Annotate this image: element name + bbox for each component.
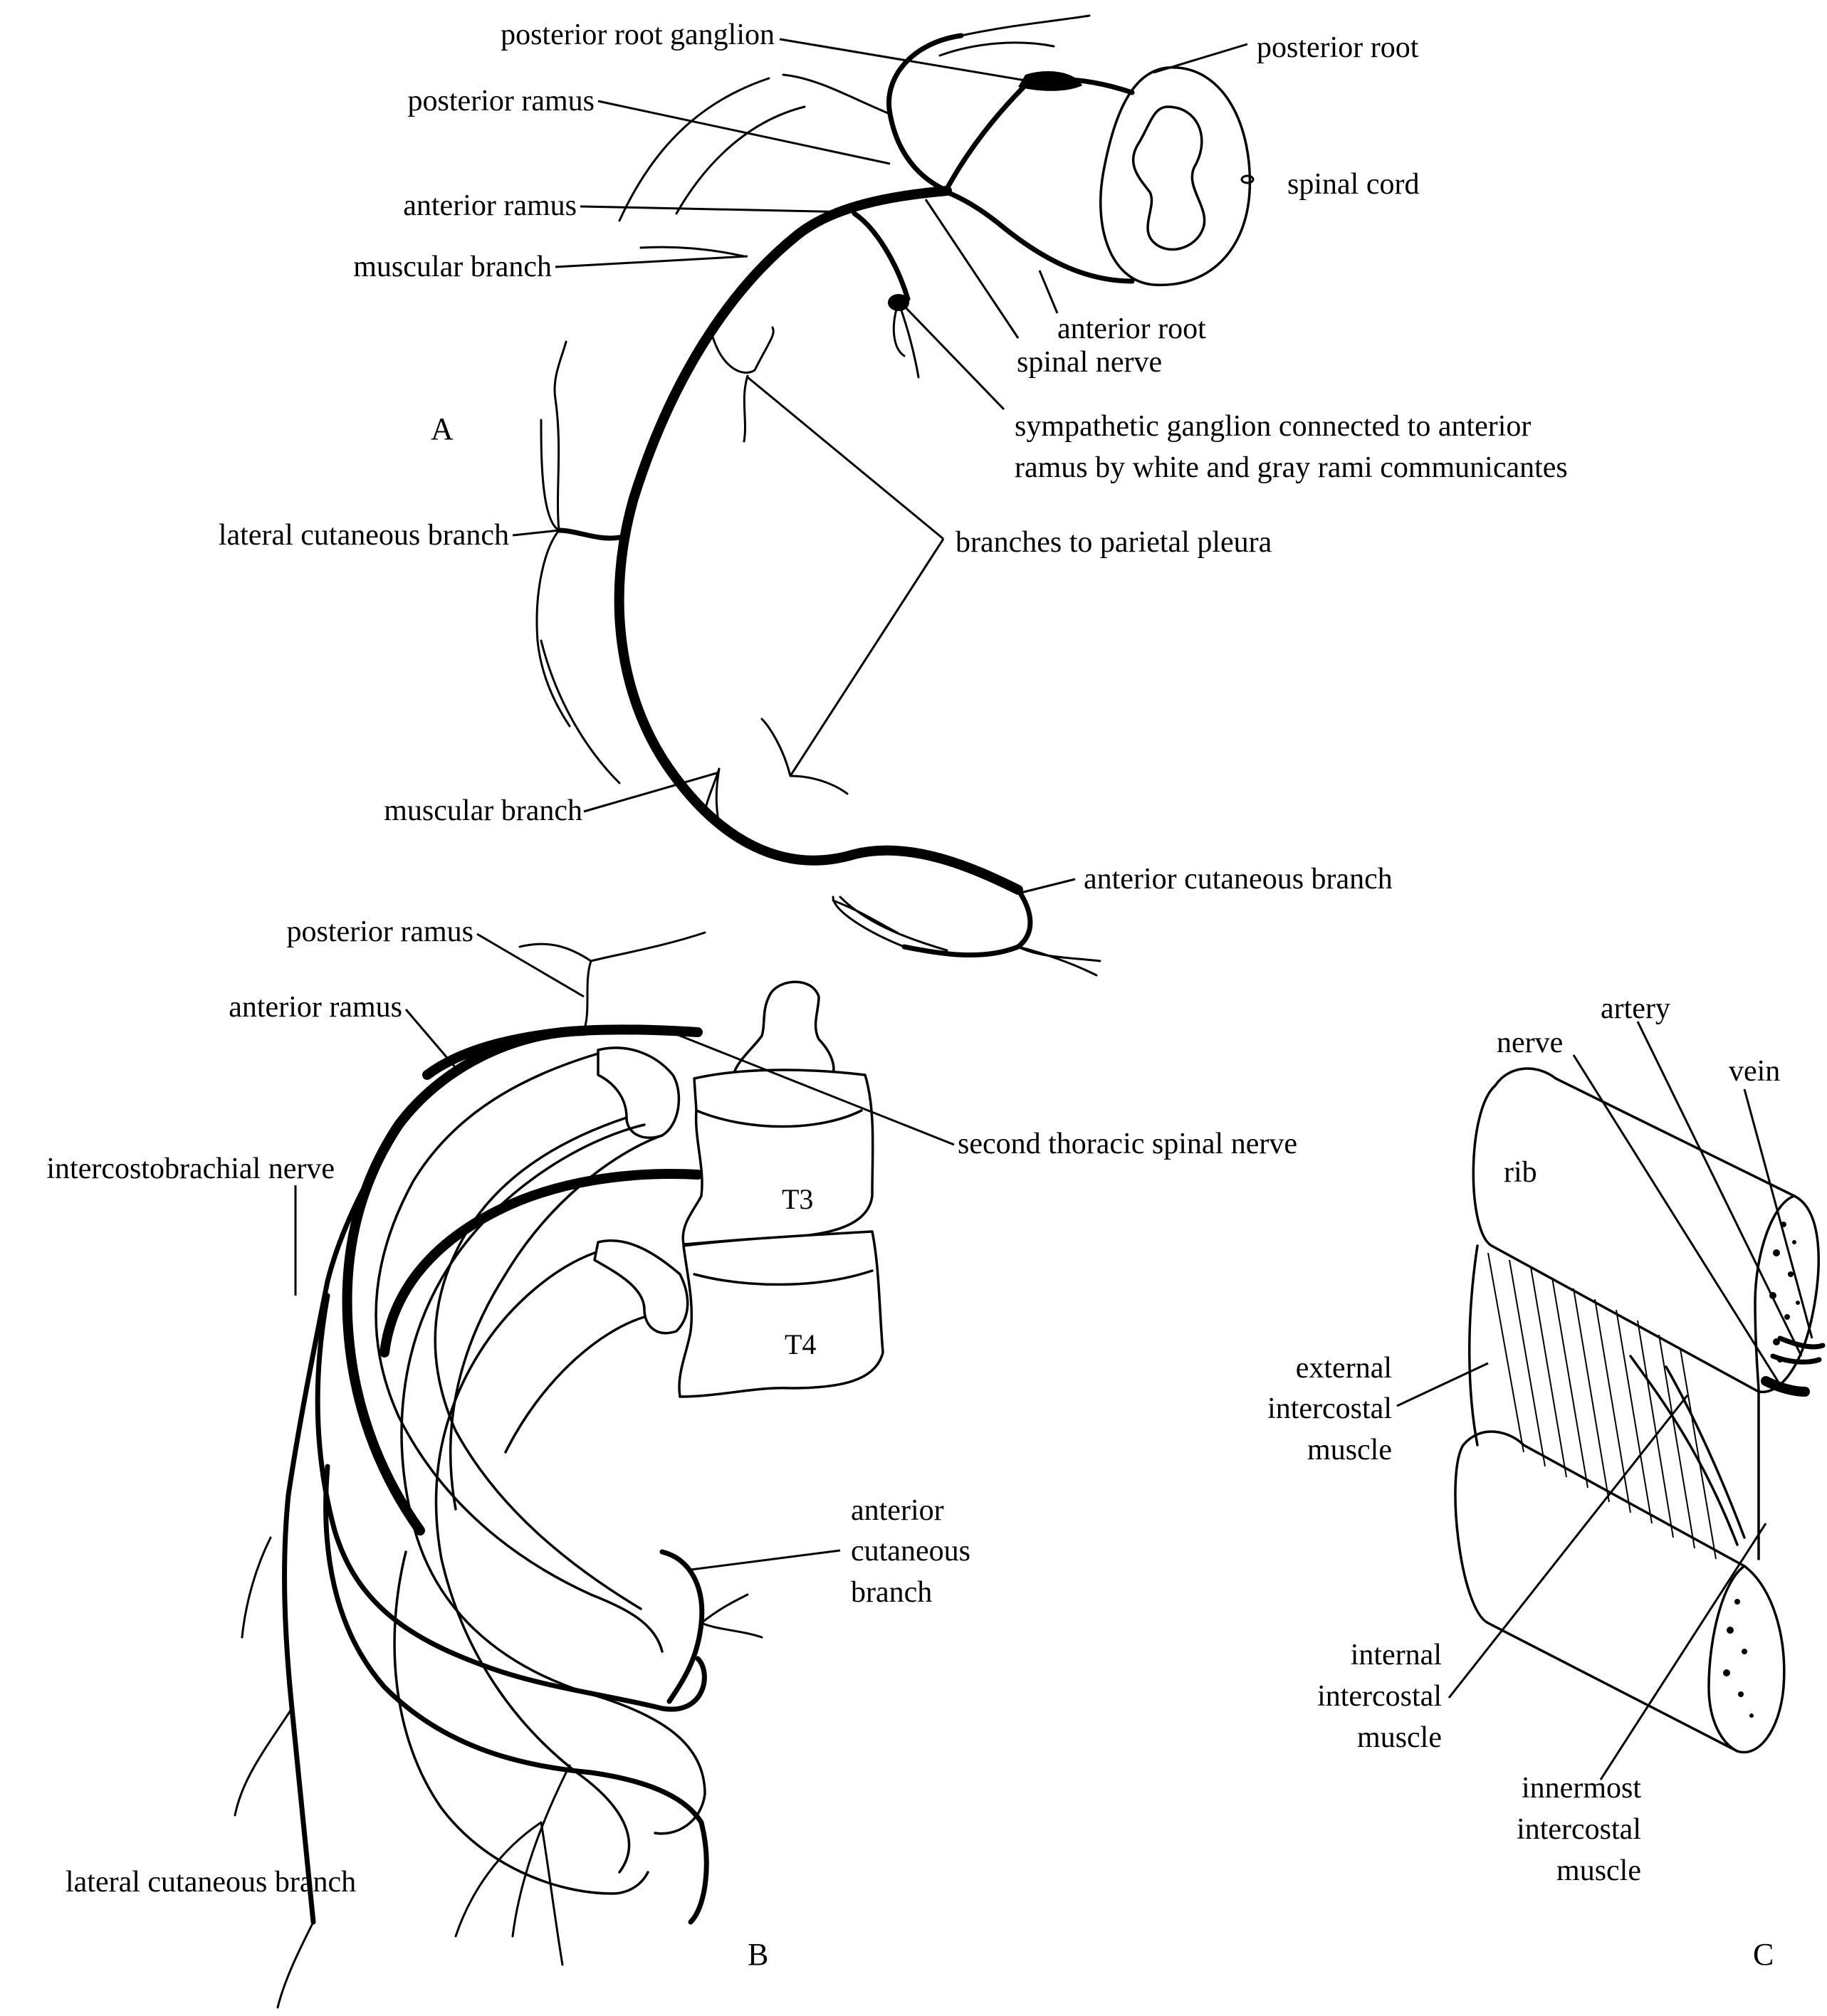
label-vertebra-t3: T3 [782, 1183, 813, 1215]
intercostobrachial-nerve-b [285, 1125, 399, 1922]
label-artery: artery [1601, 992, 1670, 1025]
anterior-cutaneous-twigs-b [701, 1595, 762, 1637]
label-external-line1: external [1296, 1352, 1392, 1385]
pleura-branch-upper [712, 327, 773, 441]
label-external-line3: muscle [1307, 1434, 1392, 1466]
label-anterior-root: anterior root [1057, 313, 1206, 345]
label-internal-line1: internal [1351, 1639, 1442, 1671]
label-vertebra-t4: T4 [785, 1328, 816, 1360]
label-nerve: nerve [1497, 1027, 1563, 1059]
label-anterior-ramus-a: anterior ramus [403, 189, 577, 222]
label-sympathetic-ganglion-line1: sympathetic ganglion connected to anteri… [1015, 410, 1531, 443]
panel-label-c: C [1753, 1937, 1774, 1972]
spinal-nerve-trunk [947, 85, 1025, 189]
posterior-ramus-nerve-b [520, 933, 705, 1031]
label-innermost-line1: innermost [1522, 1772, 1641, 1805]
label-sympathetic-ganglion-line2: ramus by white and gray rami communicant… [1015, 451, 1568, 484]
rib-4 [436, 1253, 645, 1872]
sympathetic-twigs [894, 303, 918, 377]
label-anterior-cutaneous-branch-b-line1: anterior [851, 1494, 944, 1527]
anterior-cutaneous-terminal [904, 890, 1030, 955]
panel-b: posterior ramus anterior ramus second th… [46, 915, 1297, 2007]
label-lateral-cutaneous-branch-a: lateral cutaneous branch [219, 519, 509, 552]
label-anterior-cutaneous-branch-b-line2: cutaneous [851, 1535, 970, 1568]
panel-a-drawing [537, 16, 1253, 975]
rami-communicantes [854, 214, 908, 299]
label-intercostobrachial-nerve: intercostobrachial nerve [46, 1153, 335, 1185]
intercostal-nerve-lowest [326, 1466, 707, 1922]
label-anterior-cutaneous-branch-a: anterior cutaneous branch [1084, 863, 1393, 896]
label-lateral-cutaneous-branch-b: lateral cutaneous branch [66, 1866, 356, 1899]
rib-2 [376, 1054, 662, 1652]
panel-label-b: B [748, 1937, 768, 1972]
label-anterior-cutaneous-branch-b-line3: branch [851, 1576, 932, 1609]
label-vein: vein [1729, 1055, 1780, 1088]
vertebra-spinous-top [733, 982, 834, 1082]
spinal-cord-shape [1101, 68, 1250, 285]
label-innermost-line3: muscle [1556, 1854, 1641, 1887]
anterior-cutaneous-nerve-b [662, 1552, 702, 1701]
label-external-line2: intercostal [1267, 1392, 1392, 1425]
panel-c: artery nerve vein rib external intercost… [1267, 992, 1823, 1972]
label-posterior-ramus-b: posterior ramus [287, 915, 473, 948]
vertebra-t3-shape [683, 1070, 873, 1244]
label-rib: rib [1504, 1156, 1537, 1189]
label-posterior-root: posterior root [1257, 31, 1419, 64]
label-internal-line3: muscle [1357, 1721, 1442, 1754]
anterior-ramus-nerve-b [347, 1031, 584, 1531]
panel-a: posterior root ganglion posterior root p… [219, 16, 1568, 975]
label-branches-to-parietal-pleura: branches to parietal pleura [956, 526, 1272, 559]
vertebra-t4-shape [679, 1232, 883, 1397]
label-muscular-branch-upper: muscular branch [353, 251, 552, 283]
label-muscular-branch-lower: muscular branch [384, 794, 582, 827]
panel-label-a: A [431, 411, 454, 446]
label-posterior-root-ganglion: posterior root ganglion [501, 19, 775, 51]
muscular-branch-upper-nerve [641, 247, 744, 256]
panel-b-drawing [235, 933, 883, 2007]
label-posterior-ramus-a: posterior ramus [408, 85, 595, 117]
rib-3 [402, 1125, 705, 1834]
label-innermost-line2: intercostal [1517, 1813, 1641, 1846]
lateral-cutaneous-twigs-a [537, 342, 570, 726]
label-internal-line2: intercostal [1317, 1680, 1442, 1713]
lateral-cutaneous-nerve-a [559, 530, 619, 538]
label-spinal-cord: spinal cord [1287, 168, 1419, 201]
label-second-thoracic-spinal-nerve: second thoracic spinal nerve [958, 1128, 1297, 1160]
intercostal-nerve-lower [318, 1296, 704, 1709]
label-anterior-ramus-b: anterior ramus [229, 991, 402, 1024]
pleura-branch-lower [762, 719, 847, 794]
label-spinal-nerve: spinal nerve [1017, 346, 1162, 379]
anterior-cutaneous-twigs [833, 897, 1100, 975]
